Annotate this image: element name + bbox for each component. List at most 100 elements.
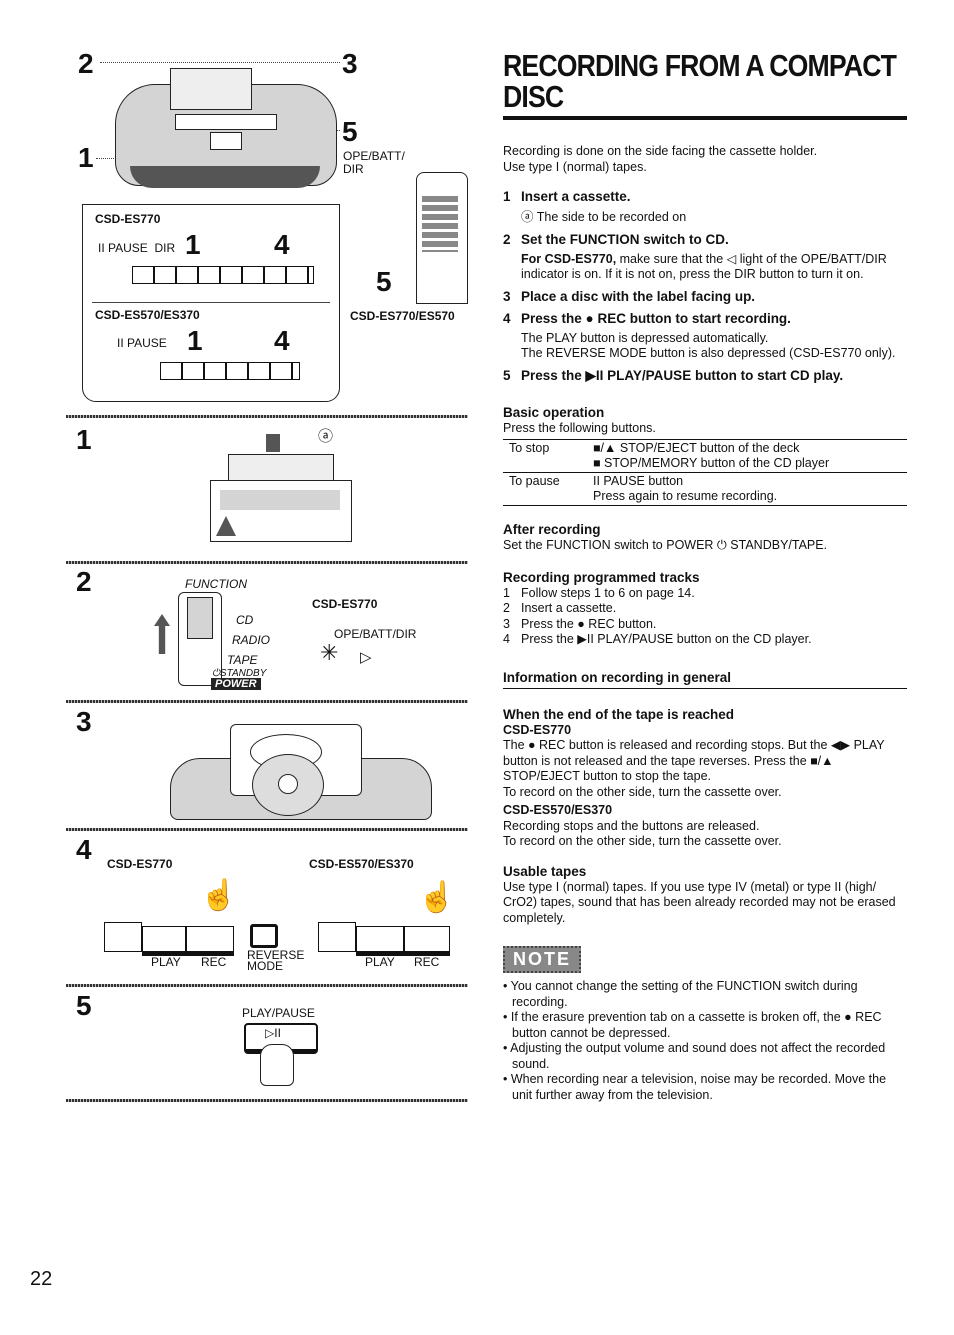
hand-pointer-icon-2: ☝ — [418, 881, 456, 914]
note-badge: NOTE — [503, 946, 582, 973]
fig2-model-label: CSD-ES770 — [312, 597, 378, 611]
usable-tapes-heading: Usable tapes — [503, 863, 587, 879]
step-4-sub-2: The REVERSE MODE button is also depresse… — [521, 346, 896, 360]
divider — [66, 828, 468, 831]
play-pause-label: PLAY/PAUSE — [242, 1006, 315, 1020]
intro-1: Recording is done on the side facing the… — [503, 144, 818, 158]
basic-operation-intro: Press the following buttons. — [503, 420, 656, 435]
arrow-up-icon — [154, 614, 170, 654]
right-column: RECORDING FROM A COMPACT DISC Recording … — [503, 50, 907, 1103]
callout-5: 5 — [342, 116, 358, 147]
function-label: FUNCTION — [185, 577, 247, 591]
cassette-insert-illustration — [210, 434, 352, 546]
figure-top: 2 3 5 1 OPE/BATT/ DIR CSD-ES770 II PAUSE… — [70, 48, 470, 408]
pause-label: II PAUSE — [117, 336, 167, 350]
num-4b: 4 — [274, 325, 290, 356]
rec-label: REC — [201, 955, 227, 969]
end-text-1: The ● REC button is released and recordi… — [503, 738, 885, 783]
table-cell-label: To pause — [509, 474, 560, 488]
end-of-tape-heading: When the end of the tape is reached — [503, 706, 735, 722]
model-es570-label: CSD-ES570/ES370 — [95, 308, 200, 322]
ope-batt-dir-label: OPE/BATT/ DIR — [343, 149, 405, 176]
end-text-3: Recording stops and the buttons are rele… — [503, 818, 760, 833]
reverse-mode-label: REVERSE MODE — [247, 948, 305, 973]
after-recording-text: Set the FUNCTION switch to POWER ⏻ STAND… — [503, 538, 828, 552]
basic-operation-heading: Basic operation — [503, 404, 605, 420]
standby-label: ⏻STANDBY — [212, 668, 267, 679]
programmed-heading: Recording programmed tracks — [503, 569, 700, 585]
num-4: 4 — [274, 229, 290, 260]
function-switch-illustration — [178, 592, 222, 686]
play-label-2: PLAY — [365, 955, 395, 969]
table-cell-value: ■/▲ STOP/EJECT button of the deck■ STOP/… — [593, 441, 830, 470]
page-number: 22 — [30, 1268, 53, 1290]
callout-3: 3 — [342, 48, 358, 79]
num-1: 1 — [185, 229, 201, 260]
table-cell-label: To stop — [509, 441, 550, 455]
model-es770-label: CSD-ES770 — [95, 212, 161, 226]
triangle-right-icon: ▷ — [360, 649, 372, 666]
divider — [66, 415, 468, 418]
usable-tapes-text: Use type I (normal) tapes. If you use ty… — [503, 879, 896, 925]
num-1b: 1 — [187, 325, 203, 356]
divider — [66, 984, 468, 987]
pause-dir-label: II PAUSE DIR — [98, 241, 176, 255]
intro-2: Use type I (normal) tapes. — [503, 159, 647, 174]
table-row: To stop ■/▲ STOP/EJECT button of the dec… — [503, 439, 907, 473]
hand-pointer-icon: ☝ — [200, 879, 238, 912]
list-item: • When recording near a television, nois… — [503, 1072, 887, 1102]
list-item: • Adjusting the output volume and sound … — [503, 1041, 886, 1071]
fig4-model-right: CSD-ES570/ES370 — [309, 857, 414, 871]
fig2-ope-label: OPE/BATT/DIR — [334, 627, 417, 641]
disc-loading-illustration — [170, 722, 470, 822]
after-recording-heading: After recording — [503, 522, 601, 537]
power-badge: POWER — [211, 678, 261, 690]
title-rule — [503, 116, 907, 120]
divider — [66, 1099, 468, 1102]
end-text-4: To record on the other side, turn the ca… — [503, 834, 782, 848]
cd-label: CD — [236, 613, 254, 627]
play-label: PLAY — [151, 955, 181, 969]
divider — [66, 700, 468, 703]
fig4-model-left: CSD-ES770 — [107, 857, 173, 871]
remote-num: 5 — [376, 266, 392, 297]
play-rec-keys-es570 — [318, 918, 450, 956]
play-pause-icon: ▷II — [265, 1026, 281, 1040]
indicator-light-icon: ✳ — [320, 640, 339, 665]
tape-label: TAPE — [227, 653, 258, 667]
divider — [66, 561, 468, 564]
basic-operation-table: To stop ■/▲ STOP/EJECT button of the dec… — [503, 439, 907, 506]
control-panel-box — [82, 204, 340, 402]
notes-list: • You cannot change the setting of the F… — [503, 979, 907, 1103]
info-heading: Information on recording in general — [503, 670, 907, 689]
press-finger-icon — [260, 1044, 294, 1086]
end-model-2: CSD-ES570/ES370 — [503, 803, 613, 817]
list-item: • You cannot change the setting of the F… — [503, 979, 858, 1009]
reverse-mode-key — [250, 924, 278, 948]
fig1-circle-a: ⓐ — [318, 428, 334, 445]
end-text-2: To record on the other side, turn the ca… — [503, 784, 782, 799]
callout-2: 2 — [78, 48, 94, 79]
fig3-number: 3 — [76, 706, 92, 737]
step-4-sub-1: The PLAY button is depressed automatical… — [521, 330, 769, 345]
remote-model-label: CSD-ES770/ES570 — [350, 309, 455, 323]
button-row-es570 — [160, 362, 300, 380]
fig4-number: 4 — [76, 834, 92, 865]
fig1-number: 1 — [76, 424, 92, 455]
button-row-es770 — [132, 266, 314, 284]
rec-label-2: REC — [414, 955, 440, 969]
page-title: RECORDING FROM A COMPACT DISC — [503, 48, 897, 114]
list-item: • If the erasure prevention tab on a cas… — [503, 1010, 882, 1040]
